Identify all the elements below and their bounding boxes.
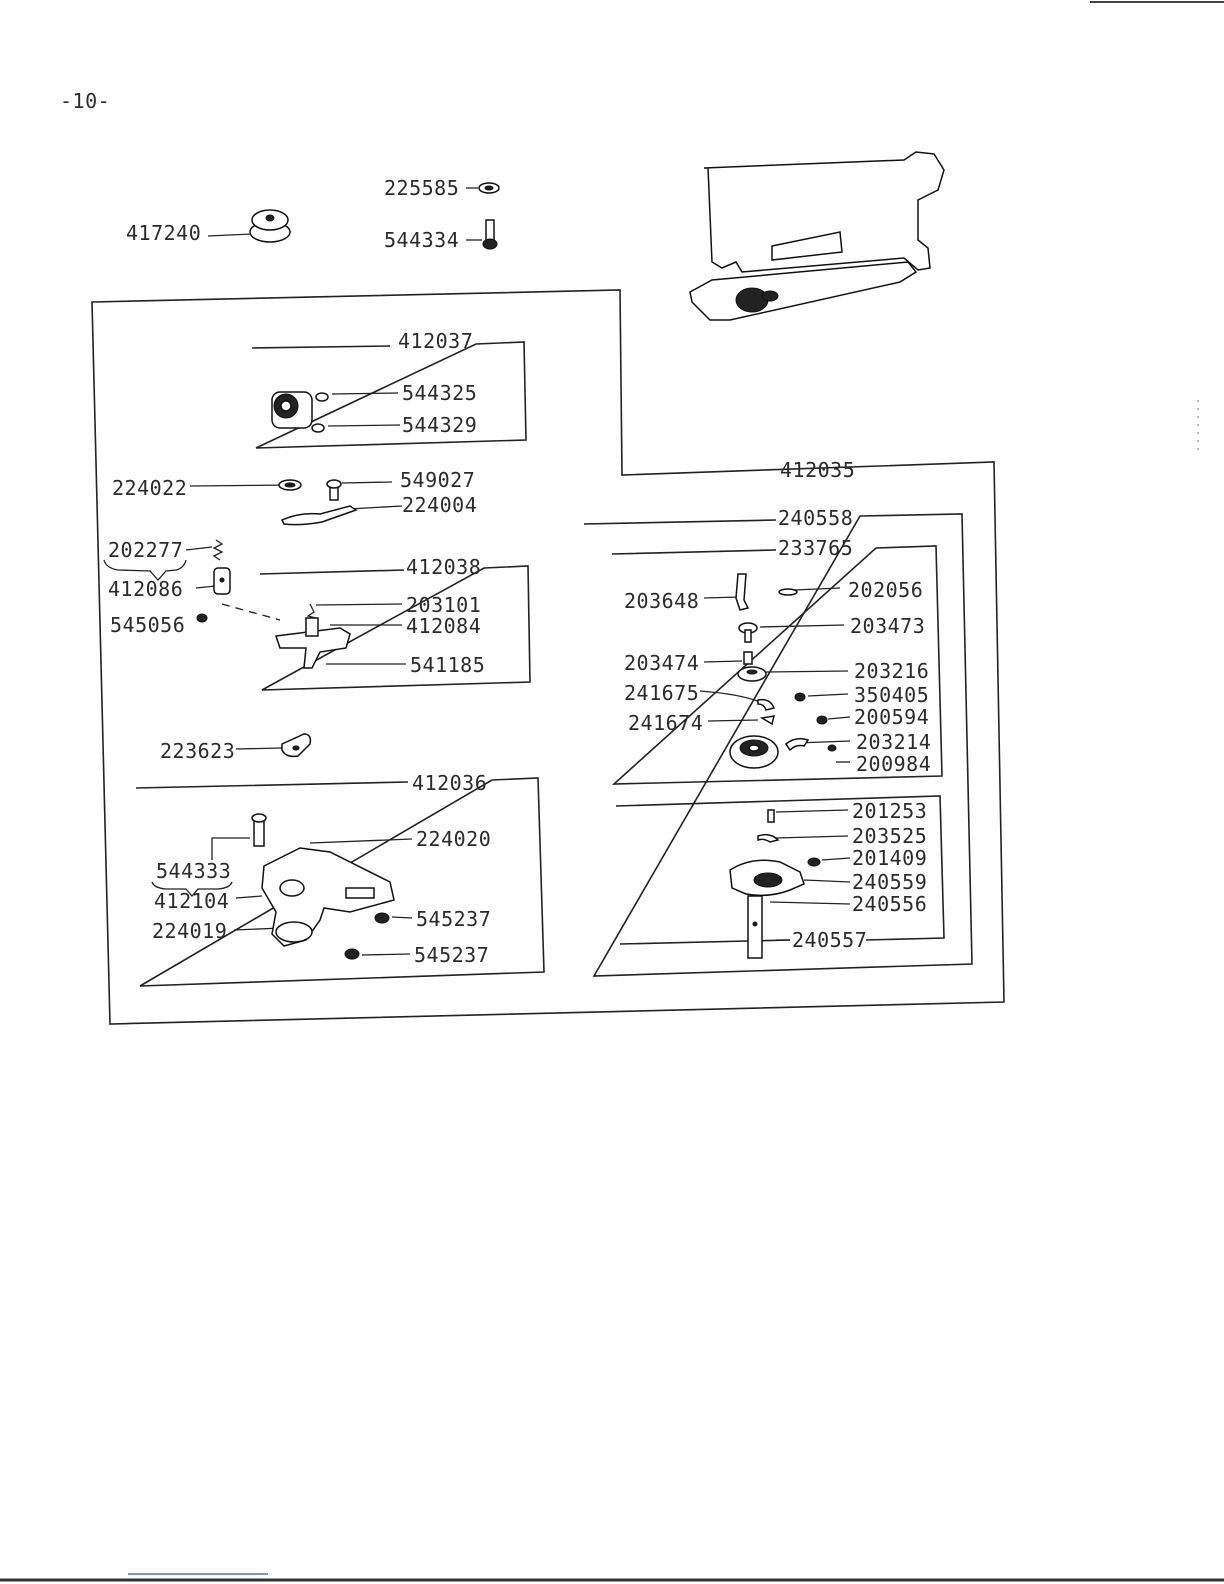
part-label-201253: 201253 (852, 799, 928, 823)
page-number: -10- (60, 89, 111, 113)
part-label-240559: 240559 (852, 870, 928, 894)
part-label-545056: 545056 (110, 613, 186, 637)
part-label-240556: 240556 (852, 892, 928, 916)
part-label-240557: 240557 (792, 928, 868, 952)
box-412038 (259, 565, 531, 691)
part-label-203216: 203216 (854, 659, 930, 683)
leader-lines (103, 187, 851, 956)
part-label-203474: 203474 (624, 651, 700, 675)
part-label-241675: 241675 (624, 681, 700, 705)
box-hook-assembly (615, 795, 945, 945)
part-label-201409: 201409 (852, 846, 928, 870)
part-label-417240: 417240 (126, 221, 202, 245)
part-label-412038: 412038 (406, 555, 482, 579)
part-label-224019: 224019 (152, 919, 228, 943)
part-label-224022: 224022 (112, 476, 188, 500)
part-label-223623: 223623 (160, 739, 236, 763)
part-label-200594: 200594 (854, 705, 930, 729)
box-412036 (135, 777, 545, 987)
main-assembly-frame (91, 289, 1005, 1025)
part-label-200984: 200984 (856, 752, 932, 776)
part-label-412037: 412037 (398, 329, 474, 353)
part-label-240558: 240558 (778, 506, 854, 530)
part-label-412035: 412035 (780, 458, 856, 482)
box-233765 (611, 545, 943, 785)
part-label-412084: 412084 (406, 614, 482, 638)
part-label-541185: 541185 (410, 653, 486, 677)
part-label-202056: 202056 (848, 578, 924, 602)
part-label-412036: 412036 (412, 771, 488, 795)
part-label-233765: 233765 (778, 536, 854, 560)
part-label-350405: 350405 (854, 683, 930, 707)
part-label-544329: 544329 (402, 413, 478, 437)
part-label-241674: 241674 (628, 711, 704, 735)
part-label-412086: 412086 (108, 577, 184, 601)
part-label-224020: 224020 (416, 827, 492, 851)
part-label-203473: 203473 (850, 614, 926, 638)
box-240558 (583, 513, 973, 977)
part-label-544334: 544334 (384, 228, 460, 252)
part-illustrations (196, 182, 837, 960)
part-label-203214: 203214 (856, 730, 932, 754)
part-label-544325: 544325 (402, 381, 478, 405)
part-label-202277: 202277 (108, 538, 184, 562)
part-label-203101: 203101 (406, 593, 482, 617)
part-label-225585: 225585 (384, 176, 460, 200)
part-label-545237-lower: 545237 (414, 943, 490, 967)
part-label-224004: 224004 (402, 493, 478, 517)
part-label-545237-upper: 545237 (416, 907, 492, 931)
box-412037 (251, 341, 527, 449)
part-label-203525: 203525 (852, 824, 928, 848)
sewing-machine-illustration (689, 151, 945, 321)
part-label-203648: 203648 (624, 589, 700, 613)
part-label-412104: 412104 (154, 889, 230, 913)
part-label-549027: 549027 (400, 468, 476, 492)
part-label-544333: 544333 (156, 859, 232, 883)
